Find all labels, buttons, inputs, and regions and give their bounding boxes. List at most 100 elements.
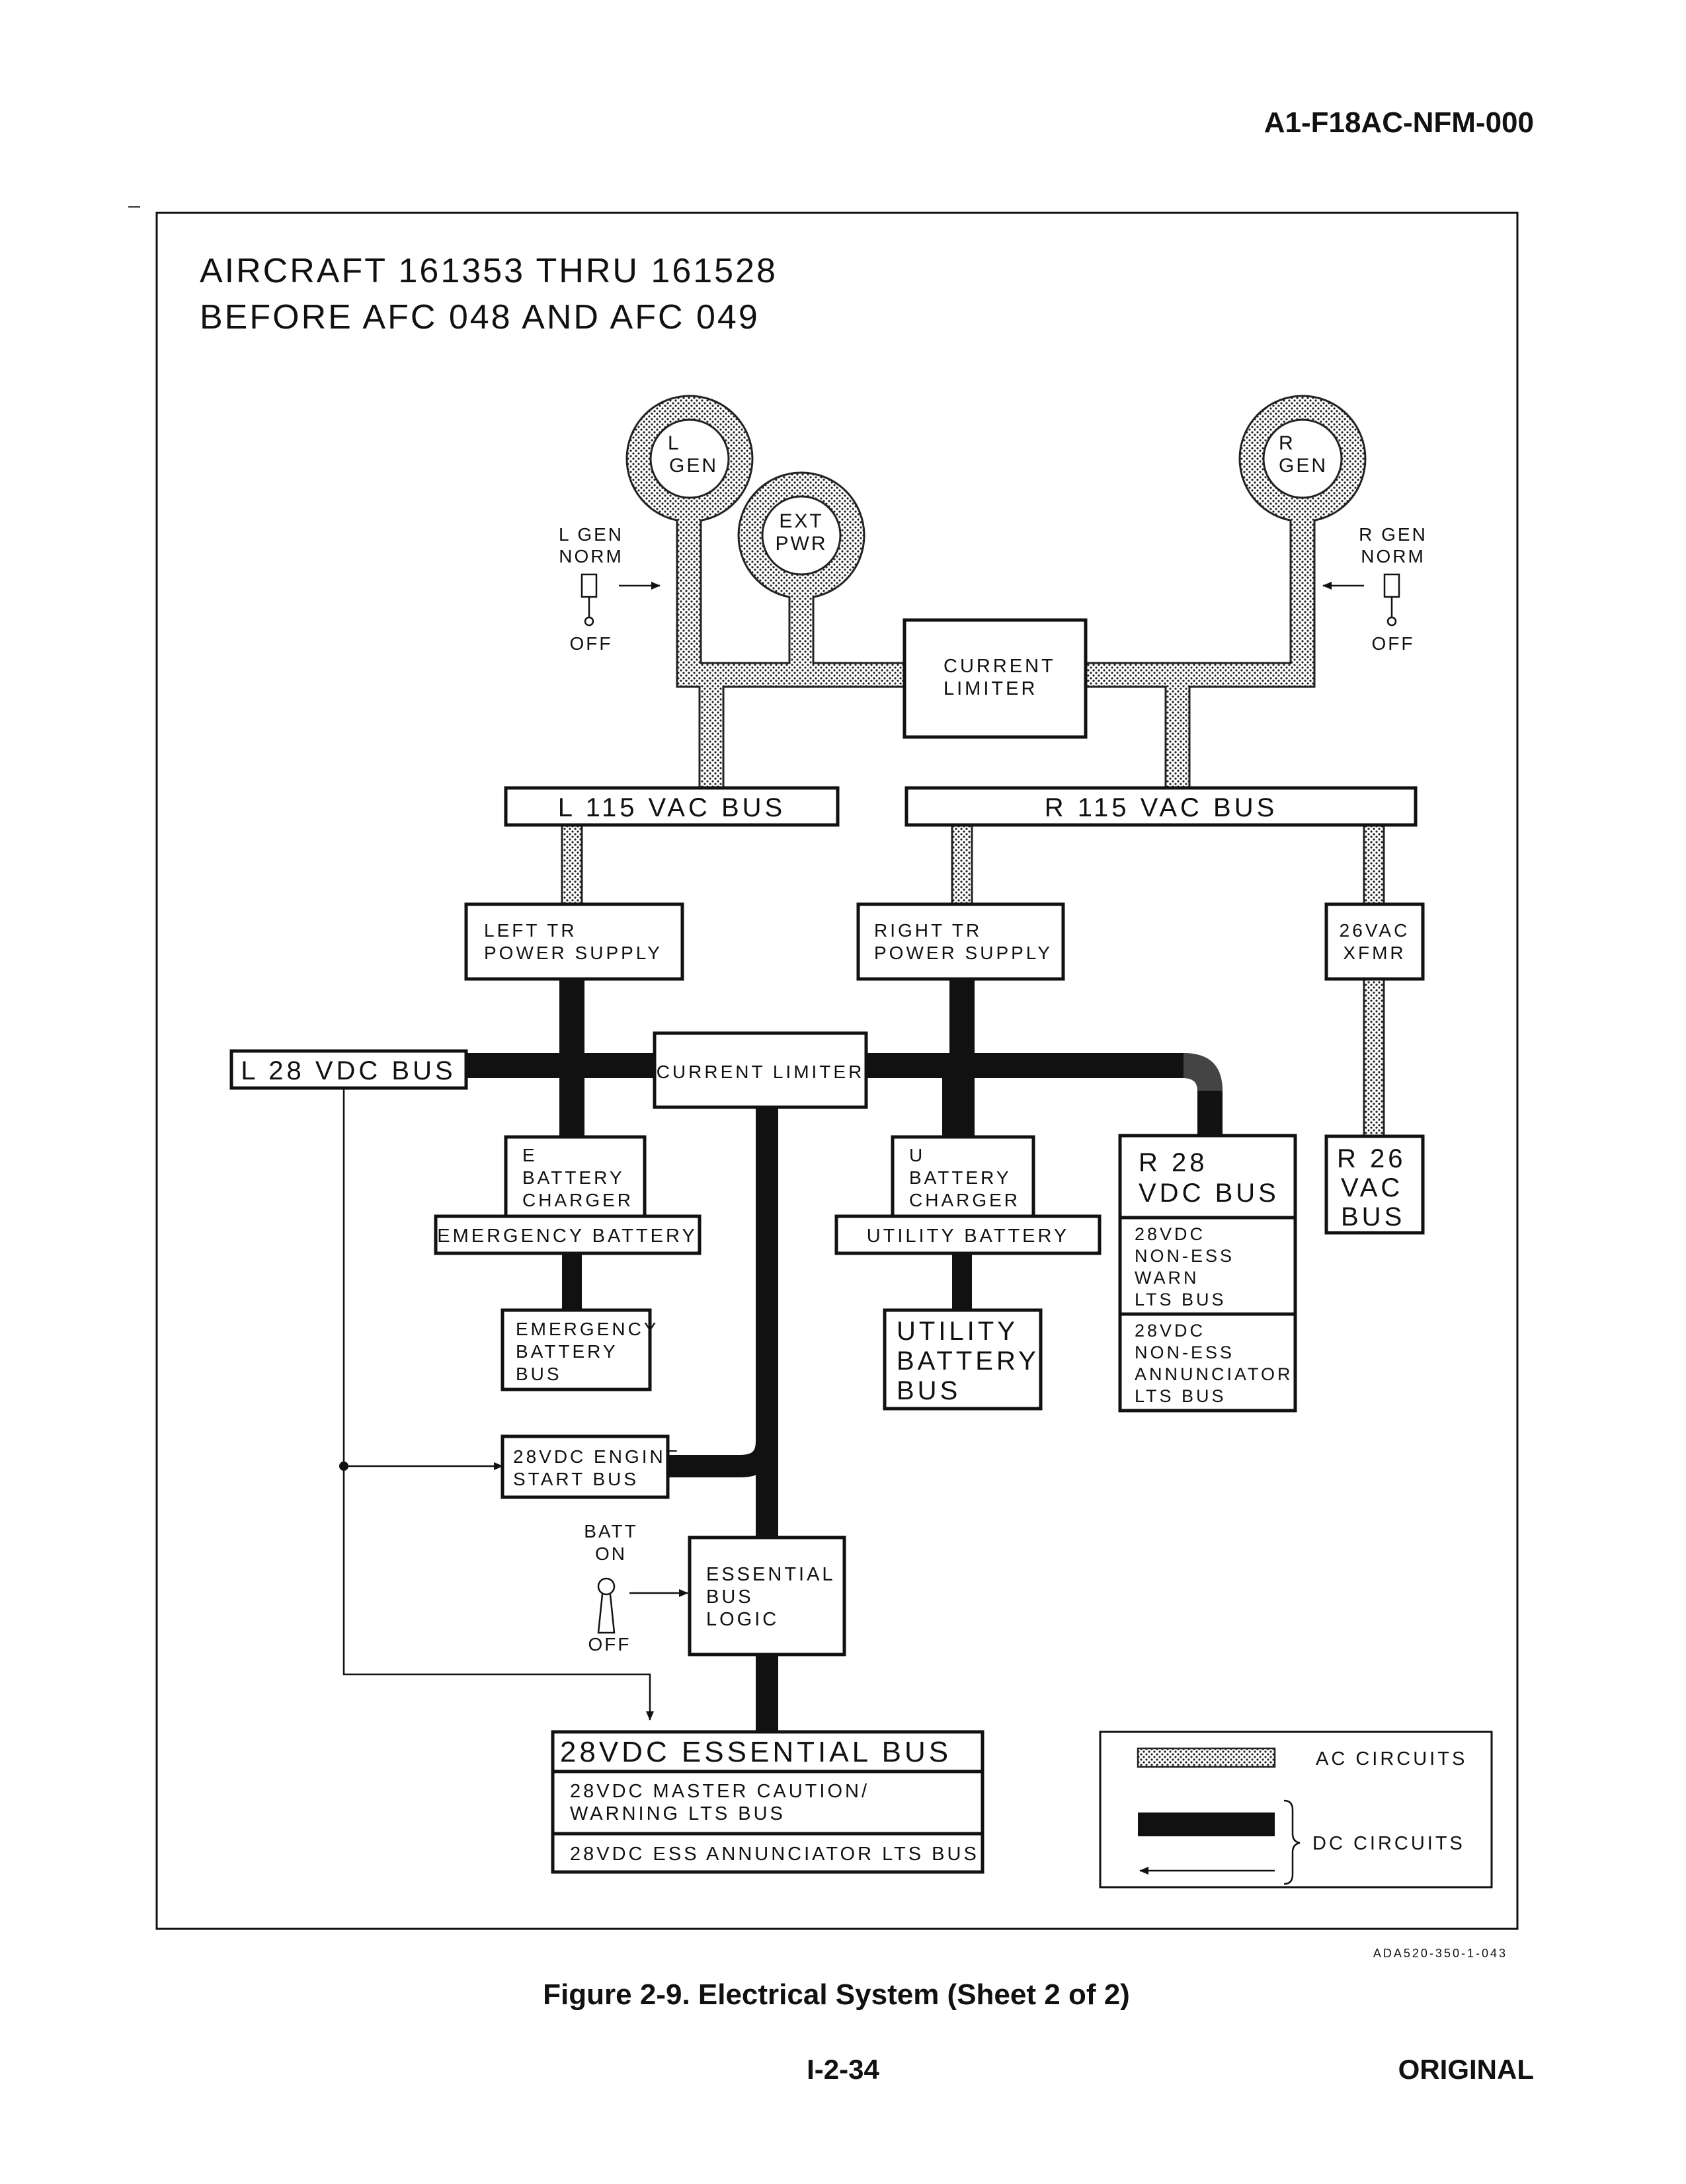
r-gen-switch-label-1: R GEN [1359,524,1427,545]
aircraft-note-line2: BEFORE AFC 048 AND AFC 049 [200,298,760,336]
annunciator-lts-line4: LTS BUS [1135,1386,1226,1406]
e-battery-charger-box [504,1135,647,1220]
batt-switch-icon [597,1577,616,1634]
u-charger-line2: BATTERY [909,1167,1012,1188]
current-limiter-ac-line2: LIMITER [943,678,1037,699]
xfmr-line2: XFMR [1343,943,1406,963]
r-115-vac-bus-box [904,786,1418,827]
u-battery-charger-box [891,1135,1035,1220]
batt-switch-off: OFF [588,1634,631,1655]
essential-bus-label: 28VDC ESSENTIAL BUS [560,1736,951,1768]
right-tr-line2: POWER SUPPLY [874,943,1053,963]
warn-lts-line2: NON-ESS [1135,1246,1234,1266]
legend-dc-swatch [1138,1813,1275,1836]
e-charger-line1: E [522,1145,538,1165]
left-tr-box [464,902,684,981]
annunciator-lts-line3: ANNUNCIATOR [1135,1364,1293,1384]
legend-ac-swatch [1137,1747,1276,1768]
utility-battery-bus-line3: BUS [897,1376,961,1405]
l-gen-switch-label-2: NORM [559,546,623,566]
essential-logic-line2: BUS [706,1586,754,1608]
u-charger-line1: U [909,1145,925,1165]
warn-lts-line4: LTS BUS [1135,1290,1226,1309]
l-gen-switch-off: OFF [570,633,613,654]
current-limiter-ac-box [903,618,1088,739]
annunciator-lts-line1: 28VDC [1135,1321,1205,1341]
l-gen-label-2: GEN [669,455,718,477]
figure-frame [155,212,1519,1930]
left-tr-line2: POWER SUPPLY [484,943,662,963]
r-26-vac-bus-box [1324,1134,1425,1235]
page-number: I-2-34 [807,2054,879,2085]
right-tr-line1: RIGHT TR [874,920,982,941]
r28-line2: VDC BUS [1139,1179,1279,1208]
r26-line3: BUS [1341,1202,1405,1231]
legend-dc-label: DC CIRCUITS [1312,1833,1465,1854]
r-115-vac-bus-label: R 115 VAC BUS [1045,793,1278,822]
e-charger-line2: BATTERY [522,1167,625,1188]
ess-annunciator-bus-box [551,1832,984,1874]
warn-lts-bus-box [1118,1216,1297,1316]
signal-lines [339,582,1364,1721]
left-tr-line1: LEFT TR [484,920,577,941]
legend-ac-label: AC CIRCUITS [1316,1748,1467,1770]
warn-lts-line3: WARN [1135,1268,1199,1288]
l-28-vdc-bus-label: L 28 VDC BUS [241,1056,456,1085]
xfmr-line1: 26VAC [1340,920,1410,941]
page-status: ORIGINAL [1398,2054,1534,2085]
e-charger-line3: CHARGER [522,1190,633,1210]
l-gen-switch-icon [581,573,598,627]
r-gen-label-1: R [1279,432,1293,454]
right-tr-box [856,902,1065,981]
l-115-vac-bus-box [504,786,840,827]
l-gen-switch-label-1: L GEN [559,524,623,545]
engine-start-line1: 28VDC ENGINE [513,1446,680,1467]
r-gen-switch-icon [1383,573,1400,627]
r28-line1: R 28 [1139,1148,1208,1177]
ext-pwr-label-2: PWR [776,533,828,555]
r-gen-switch-off: OFF [1372,633,1415,654]
r-gen-label-2: GEN [1279,455,1328,477]
batt-switch-label-2: ON [595,1543,627,1564]
aircraft-note-line1: AIRCRAFT 161353 THRU 161528 [200,252,778,290]
current-limiter-ac-line1: CURRENT [943,656,1056,677]
utility-battery-box [834,1214,1102,1255]
dc-circuits [466,979,1223,1733]
document-number: A1-F18AC-NFM-000 [1264,106,1534,139]
utility-battery-label: UTILITY BATTERY [867,1226,1070,1247]
annunciator-lts-bus-box [1118,1312,1297,1413]
essential-bus-box [551,1730,984,1774]
master-caution-line2: WARNING LTS BUS [570,1803,785,1824]
emergency-battery-bus-line1: EMERGENCY [516,1319,659,1339]
legend: AC CIRCUITS DC CIRCUITS [1099,1731,1493,1889]
essential-logic-line1: ESSENTIAL [706,1564,836,1585]
emergency-battery-label: EMERGENCY BATTERY [437,1226,698,1247]
r26-line2: VAC [1341,1173,1403,1202]
warn-lts-line1: 28VDC [1135,1224,1205,1244]
r26-line1: R 26 [1337,1144,1406,1173]
emergency-battery-bus-line3: BUS [516,1364,562,1384]
master-caution-bus-box [551,1770,984,1836]
emergency-battery-bus-line2: BATTERY [516,1341,618,1362]
essential-logic-line3: LOGIC [706,1609,779,1630]
current-limiter-dc-label: CURRENT LIMITER [657,1062,865,1082]
annunciator-lts-line2: NON-ESS [1135,1343,1234,1362]
r-gen-switch-label-2: NORM [1361,546,1425,566]
u-charger-line3: CHARGER [909,1190,1020,1210]
xfmr-box [1324,902,1425,981]
ac-circuits [561,395,1385,1136]
emergency-battery-box [434,1214,702,1255]
legend-brace-icon [1283,1799,1301,1885]
utility-battery-bus-box [883,1308,1043,1411]
l-28-vdc-bus-box [229,1049,468,1090]
ext-pwr-label-1: EXT [779,510,823,532]
master-caution-line1: 28VDC MASTER CAUTION/ [570,1781,869,1802]
drawing-number: ADA520-350-1-043 [1373,1947,1507,1960]
figure-caption: Figure 2-9. Electrical System (Sheet 2 o… [543,1978,1130,2011]
utility-battery-bus-line2: BATTERY [897,1346,1039,1376]
l-115-vac-bus-label: L 115 VAC BUS [558,793,785,822]
engine-start-line2: START BUS [513,1469,639,1489]
engine-start-bus-box [501,1434,670,1499]
current-limiter-dc-box [653,1031,868,1109]
